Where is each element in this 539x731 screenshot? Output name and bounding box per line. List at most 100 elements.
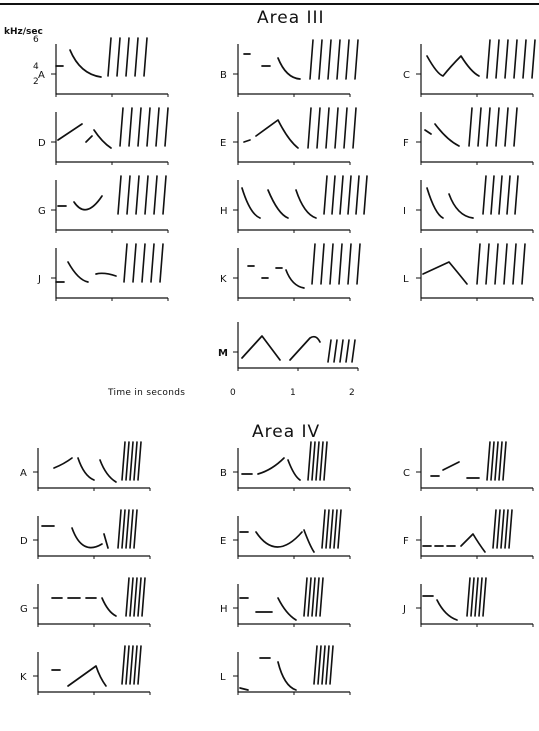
area4-panel-G-axes [37, 584, 150, 625]
area4-panel-K-clicks [121, 645, 142, 685]
area4-panel-J-trace-1 [436, 599, 458, 621]
area4-panel-F-trace-3 [460, 533, 486, 553]
area4-panel-C-axes [420, 448, 533, 489]
y-tick-6: 6 [33, 35, 39, 45]
area3-panel-label-C: C [403, 70, 410, 81]
x-axis-title: Time in seconds [108, 388, 186, 398]
area3-panel-label-I: I [403, 206, 406, 217]
y-tick-2: 2 [33, 77, 39, 87]
area3-panel-D-axes [55, 112, 168, 163]
area3-panel-label-L: L [403, 274, 409, 285]
area4-panel-B-clicks [307, 441, 328, 481]
area4-panel-label-G: G [20, 604, 28, 615]
area4-panel-label-J: J [402, 604, 406, 615]
area4-panel-A-trace-2 [99, 459, 117, 483]
area4-panel-label-K: K [20, 672, 27, 683]
area3-panel-label-B: B [220, 70, 227, 81]
area4-panel-label-L: L [220, 672, 226, 683]
area3-panel-M-clicks [327, 339, 356, 363]
area3-panel-D-clicks [119, 107, 169, 147]
x-tick-0: 0 [230, 388, 236, 398]
area3-panel-H-trace-2 [295, 189, 317, 219]
area4-panel-A-trace-0 [53, 457, 73, 469]
area3-panel-L-trace-0 [422, 261, 468, 285]
area3-panel-C-trace-0 [426, 55, 480, 77]
area3-panel-label-H: H [220, 206, 228, 217]
area4-panel-D-trace-1 [71, 527, 103, 549]
area3-panel-G-trace-1 [73, 195, 103, 211]
area4-panel-H-clicks [303, 577, 324, 617]
area4-panel-D-axes [37, 516, 150, 557]
area4-panel-J-clicks [466, 577, 487, 617]
area4-panel-K-axes [37, 652, 150, 693]
area3-panel-E-axes [237, 112, 350, 163]
area3-panel-I-clicks [482, 175, 519, 215]
area3-panel-label-E: E [220, 138, 226, 149]
area4-panel-L-axes [237, 652, 350, 693]
area3-panel-B-clicks [309, 39, 359, 80]
area4-panel-E-trace-1 [255, 531, 303, 548]
area3-panel-label-M: M [218, 348, 228, 359]
area3-panel-M-trace-1 [289, 335, 321, 361]
area3-panel-K-trace-3 [285, 269, 305, 289]
area3-panel-K-axes [237, 248, 350, 299]
area3-panel-F-trace-0 [424, 129, 432, 135]
area3-panel-label-D: D [38, 138, 46, 149]
area4-panel-G-trace-3 [101, 597, 117, 617]
area3-panel-H-trace-1 [267, 189, 289, 219]
area4-panel-label-F: F [403, 536, 409, 547]
area3-panel-A-clicks [107, 37, 148, 77]
area3-panel-G-axes [55, 180, 168, 231]
area4-panel-label-E: E [220, 536, 226, 547]
area3-panel-E-clicks [307, 107, 357, 149]
area3-panel-label-A: A [38, 70, 45, 81]
area4-panel-H-trace-2 [277, 597, 297, 621]
area3-panel-J-trace-1 [67, 261, 89, 283]
area3-panel-B-trace-2 [277, 57, 301, 80]
area4-panel-label-B: B [220, 468, 227, 479]
area3-panel-I-trace-1 [448, 193, 474, 219]
area4-panel-E-clicks [321, 509, 342, 549]
area3-title: Area III [257, 8, 325, 28]
area3-panel-E-trace-1 [255, 119, 299, 149]
area3-panel-label-G: G [38, 206, 46, 217]
y-tick-4: 4 [33, 62, 39, 72]
top-rule [0, 3, 539, 5]
area4-panel-E-axes [237, 516, 350, 557]
area3-panel-D-trace-0 [57, 123, 83, 141]
area4-panel-D-clicks [117, 509, 138, 549]
area4-panel-label-D: D [20, 536, 28, 547]
area3-panel-label-J: J [37, 274, 41, 285]
area4-panel-label-H: H [220, 604, 228, 615]
area3-panel-F-trace-1 [434, 123, 460, 147]
area4-title: Area IV [252, 422, 321, 442]
area4-panel-B-trace-2 [287, 459, 301, 481]
area4-panel-A-trace-1 [77, 457, 95, 481]
area3-panel-M-trace-0 [241, 335, 281, 361]
x-tick-2: 2 [349, 388, 355, 398]
area3-panel-D-trace-2 [93, 129, 112, 149]
area3-panel-label-F: F [403, 138, 409, 149]
area3-panel-C-clicks [486, 39, 536, 79]
area3-panel-F-clicks [468, 107, 518, 147]
area3-panel-I-trace-0 [426, 187, 444, 219]
area3-panel-label-K: K [220, 274, 227, 285]
area3-panel-A-axes [55, 44, 168, 95]
area4-panel-K-trace-1 [67, 665, 107, 687]
area3-panel-H-trace-0 [241, 187, 261, 219]
area4-panel-L-clicks [313, 645, 334, 685]
area3-panel-L-axes [420, 248, 533, 299]
area3-panel-H-clicks [323, 175, 368, 215]
area4-panel-C-clicks [486, 441, 507, 481]
area4-panel-F-clicks [492, 509, 513, 549]
area4-panel-label-A: A [20, 468, 27, 479]
area4-panel-G-clicks [125, 577, 146, 617]
area3-panel-B-axes [237, 44, 350, 95]
x-tick-1: 1 [290, 388, 296, 398]
area3-panel-K-clicks [311, 243, 361, 285]
area4-panel-F-axes [420, 516, 533, 557]
area4-panel-B-axes [237, 448, 350, 489]
area4-panel-E-trace-2 [303, 529, 315, 553]
area4-panel-D-trace-2 [103, 533, 109, 549]
